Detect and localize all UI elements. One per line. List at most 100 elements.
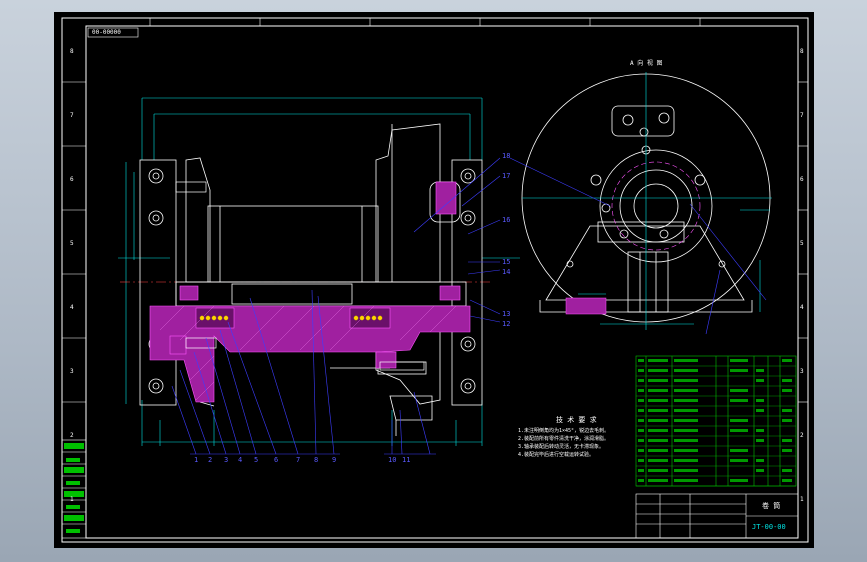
note-line: 2.装配前所有零件清洗干净，涂润滑脂。 [518,436,610,442]
table-cell-text [674,379,698,382]
callout-label: 6 [274,456,279,464]
callout-label: 18 [502,152,511,160]
table-cell-text [730,449,748,452]
border-number: 7 [70,112,74,119]
note-line: 3.轴承装配后转动灵活，无卡滞现象。 [518,444,605,450]
border-number: 3 [70,368,74,375]
table-cell-text [674,429,698,432]
table-cell-text [782,419,792,422]
border-number: 8 [70,48,74,55]
title-name: 卷 筒 [762,502,781,510]
table-cell-text [782,469,792,472]
table-cell-text [730,389,748,392]
table-cell-text [782,409,792,412]
inner-frame [85,25,799,539]
table-cell-text [638,409,644,412]
border-number: 4 [70,304,74,311]
table-cell-text [730,369,748,372]
parts-list [635,355,797,487]
revision-strip [61,439,87,539]
callout-label: 13 [502,310,511,318]
note-line: 1.未注明倒角均为1×45°，锐边去毛刺。 [518,428,610,434]
table-cell-text [756,379,764,382]
table-cell-text [730,419,748,422]
table-cell-text [674,409,698,412]
table-cell-text [648,379,668,382]
callout-label: 9 [332,456,337,464]
table-cell-text [638,379,644,382]
table-cell-text [782,359,792,362]
border-number: 8 [800,48,804,55]
border-number: 4 [800,304,804,311]
table-cell-text [648,359,668,362]
callout-label: 10 [388,456,397,464]
drawing-tag: 00-00000 [92,29,121,36]
table-cell-text [648,449,668,452]
table-cell-text [638,389,644,392]
border-number: 6 [800,176,804,183]
table-cell-text [638,469,644,472]
table-cell-text [648,429,668,432]
table-cell-text [638,359,644,362]
main-section-view [118,97,520,455]
border-ticks [62,18,808,403]
sheet-background [54,12,814,548]
table-cell-text [756,469,764,472]
table-cell-text [782,379,792,382]
table-cell-text [648,439,668,442]
technical-notes: 1.未注明倒角均为1×45°，锐边去毛刺。 2.装配前所有零件清洗干净，涂润滑脂。… [518,427,638,459]
callout-label: 8 [314,456,319,464]
table-cell-text [730,479,748,482]
table-cell-text [638,459,644,462]
table-cell-text [756,409,764,412]
table-cell-text [756,369,764,372]
table-cell-text [648,399,668,402]
table-cell-text [730,429,748,432]
table-cell-text [756,429,764,432]
side-view [509,72,772,335]
table-cell-text [648,479,668,482]
callout-label: 5 [254,456,259,464]
callout-label: 16 [502,216,511,224]
callout-label: 17 [502,172,511,180]
border-number: 2 [70,432,74,439]
border-number: 2 [800,432,804,439]
table-cell-text [730,459,748,462]
table-cell-text [674,419,698,422]
table-cell-text [638,449,644,452]
table-cell-text [782,449,792,452]
side-view-label: A 向 视 图 [630,60,663,67]
title-block [635,493,799,539]
outer-frame [61,17,809,543]
table-cell-text [638,479,644,482]
table-cell-text [674,359,698,362]
callout-label: 15 [502,258,511,266]
table-cell-text [674,399,698,402]
table-cell-text [674,439,698,442]
callout-label: 12 [502,320,511,328]
border-number: 1 [70,496,74,503]
border-number: 3 [800,368,804,375]
table-cell-text [638,419,644,422]
title-code: JT-00-00 [752,523,786,531]
table-cell-text [674,449,698,452]
table-cell-text [730,399,748,402]
table-cell-text [648,459,668,462]
table-cell-text [730,359,748,362]
note-line: 4.装配完毕后进行空载运转试验。 [518,452,595,458]
border-number: 6 [70,176,74,183]
border-number: 5 [70,240,74,247]
callout-label: 4 [238,456,243,464]
tag-box [87,27,139,38]
table-cell-text [756,399,764,402]
callout-label: 7 [296,456,301,464]
border-number: 7 [800,112,804,119]
notes-title: 技 术 要 求 [556,416,597,424]
border-number: 5 [800,240,804,247]
table-cell-text [674,459,698,462]
table-cell-text [648,419,668,422]
table-cell-text [638,439,644,442]
table-cell-text [782,389,792,392]
